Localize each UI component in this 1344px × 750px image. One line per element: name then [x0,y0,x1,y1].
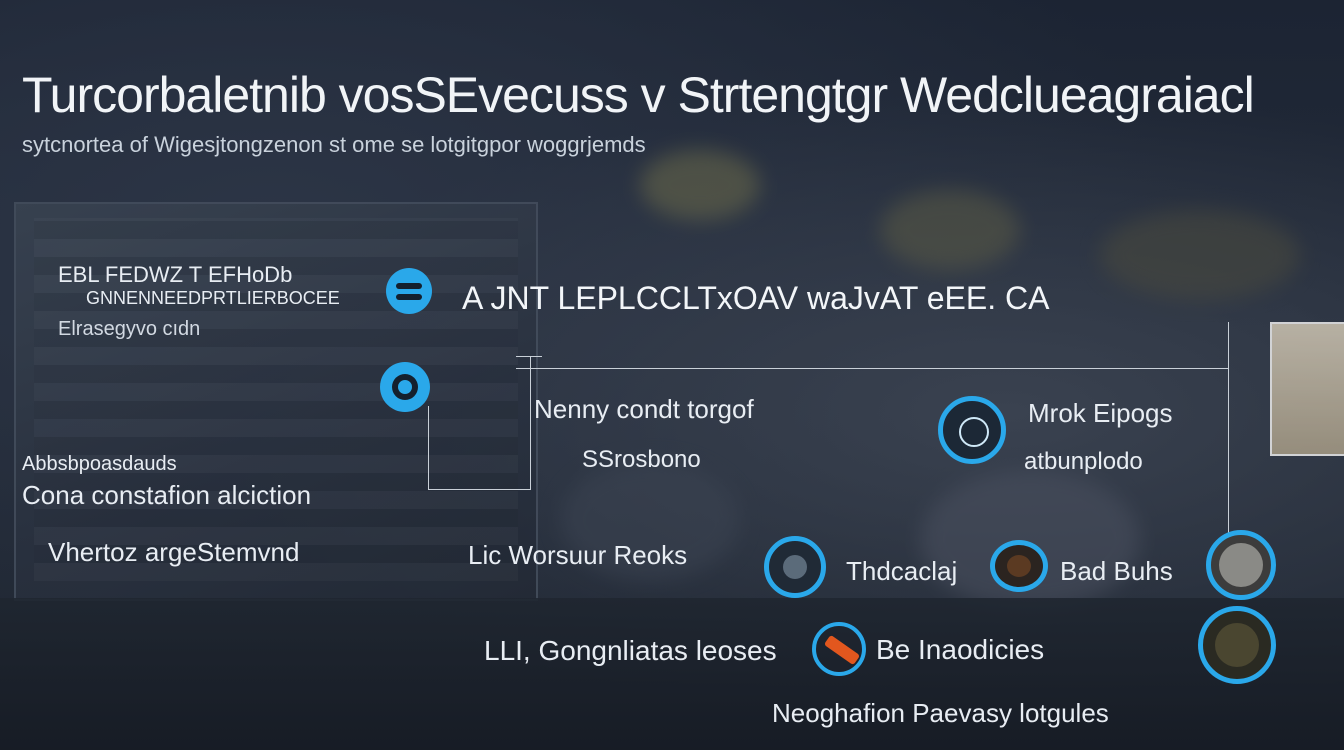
target-ring-icon [380,362,430,412]
camera-lens-icon [938,396,1006,464]
feature-label-4: LLI, Gongnliatas leoses [484,635,777,666]
feature-label-5: Mrok Eipogs [1028,398,1173,428]
feature-label-1: Nenny condt torgof [534,394,754,424]
circle-badge-icon [386,268,432,314]
feature-label-6: atbunplodo [1024,448,1143,475]
connector-line-vertical-left [428,406,429,490]
connector-line-horizontal [516,368,1228,369]
feature-label-7: Thdcaclaj [846,556,958,586]
connector-line-short [516,356,542,357]
wrench-icon [812,622,866,676]
map-marker-icon [1198,606,1276,684]
connector-line-bottom [428,489,531,490]
connector-line-vertical-mid [530,356,531,490]
left-label-2: GNNENNEEDPRTLIERBOCEE [86,288,340,308]
eye-icon [764,536,826,598]
feature-label-8: Bad Buhs [1060,556,1173,586]
gauge-icon [990,540,1048,592]
left-label-5: Cona constafion alciction [22,480,312,510]
left-label-4: Abbsbpoasdauds [22,453,177,475]
section-heading: A JNT LEPLCCLTxOAV waJvAT eEE. CA [462,280,1050,316]
feature-label-3: Lic Worsuur Reoks [468,540,688,570]
page-title: Turcorbaletnib vosSEvecuss v Strtengtgr … [22,67,1255,123]
background-monitor [14,202,538,601]
connector-line-right [1228,322,1229,552]
left-label-1: EBL FEDWZ T EFHoDb [58,262,293,287]
globe-icon [1206,530,1276,600]
page-subtitle: sytcnortea of Wigesjtongzenon st ome se … [22,132,646,157]
left-label-6: Vhertoz argeStemvnd [48,537,300,567]
feature-label-9: Be Inaodicies [876,634,1045,665]
background-panel [1270,322,1344,456]
feature-label-2: SSrosbono [582,446,701,473]
background-desk [0,598,1344,750]
left-label-3: Elrasegyvo cıdn [58,318,201,340]
footer-caption: Neoghafion Paevasy lotgules [772,698,1109,728]
